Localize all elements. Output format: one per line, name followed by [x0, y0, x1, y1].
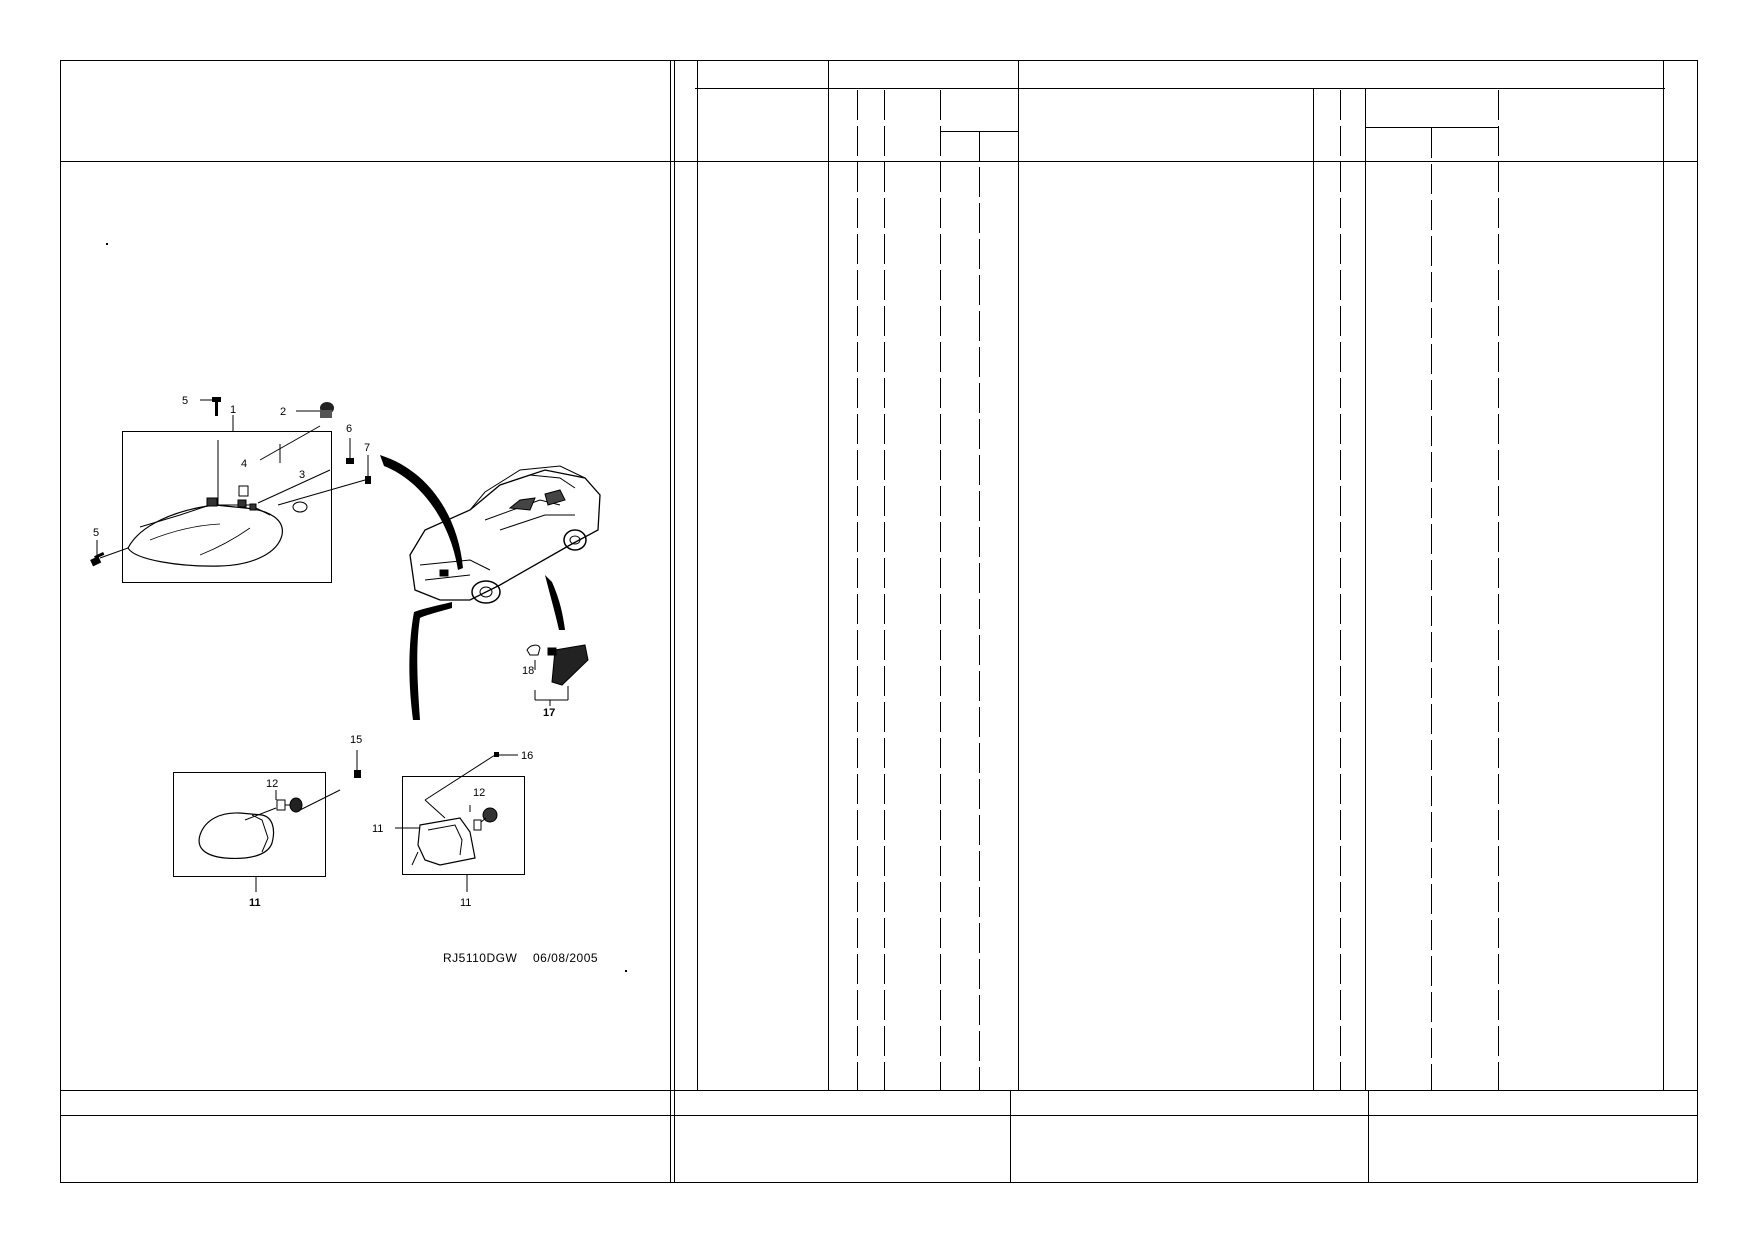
callout-number: 2: [280, 406, 286, 418]
dot-mark: [106, 243, 108, 245]
screw-icon: [494, 752, 518, 757]
callout-labels: 5 1 2 6 7 4 3 5 18 17 15 16 12 12 11 11 …: [93, 395, 555, 909]
callout-number: 6: [346, 423, 352, 435]
car-illustration: [409, 465, 601, 604]
drawing-code: RJ5110DGW: [443, 951, 517, 965]
fog-lamp-left: [173, 772, 341, 892]
headlamp-box: [122, 431, 332, 583]
headlamp-group: [99, 415, 366, 583]
bolt-icon: [200, 397, 221, 416]
callout-number: 17: [543, 707, 555, 719]
callout-number: 11: [249, 897, 261, 909]
callout-number: 3: [299, 469, 305, 481]
fog-lamp-box: [402, 776, 525, 875]
exploded-parts-diagram: 5 1 2 6 7 4 3 5 18 17 15 16 12 12 11 11 …: [90, 243, 627, 972]
callout-number: 12: [266, 778, 278, 790]
callout-number: 15: [350, 734, 362, 746]
bolt-icon: [90, 540, 105, 567]
callout-number: 12: [473, 787, 485, 799]
callout-number: 18: [522, 665, 534, 677]
headlamp-lens: [127, 504, 283, 567]
dot-mark: [625, 970, 627, 972]
callout-number: 11: [460, 897, 471, 909]
side-marker-group: [526, 644, 589, 706]
callout-number: 7: [364, 442, 370, 454]
callout-number: 4: [241, 458, 247, 470]
drawing-reference: RJ5110DGW 06/08/2005: [443, 951, 598, 965]
callout-number: 5: [182, 395, 188, 407]
callout-number: 11: [372, 823, 383, 835]
nut-icon: [354, 750, 361, 778]
callout-number: 16: [521, 750, 533, 762]
callout-number: 5: [93, 527, 99, 539]
clip-icon: [365, 455, 371, 484]
table-grid: [60, 60, 1698, 1183]
fog-lamp-right: [395, 754, 525, 892]
nut-icon: [346, 438, 354, 464]
callout-number: 1: [230, 404, 236, 416]
drawing-date: 06/08/2005: [533, 951, 598, 965]
cap-icon: [296, 402, 334, 418]
pointer-arrow: [380, 455, 565, 720]
fog-lamp-box: [173, 772, 326, 877]
